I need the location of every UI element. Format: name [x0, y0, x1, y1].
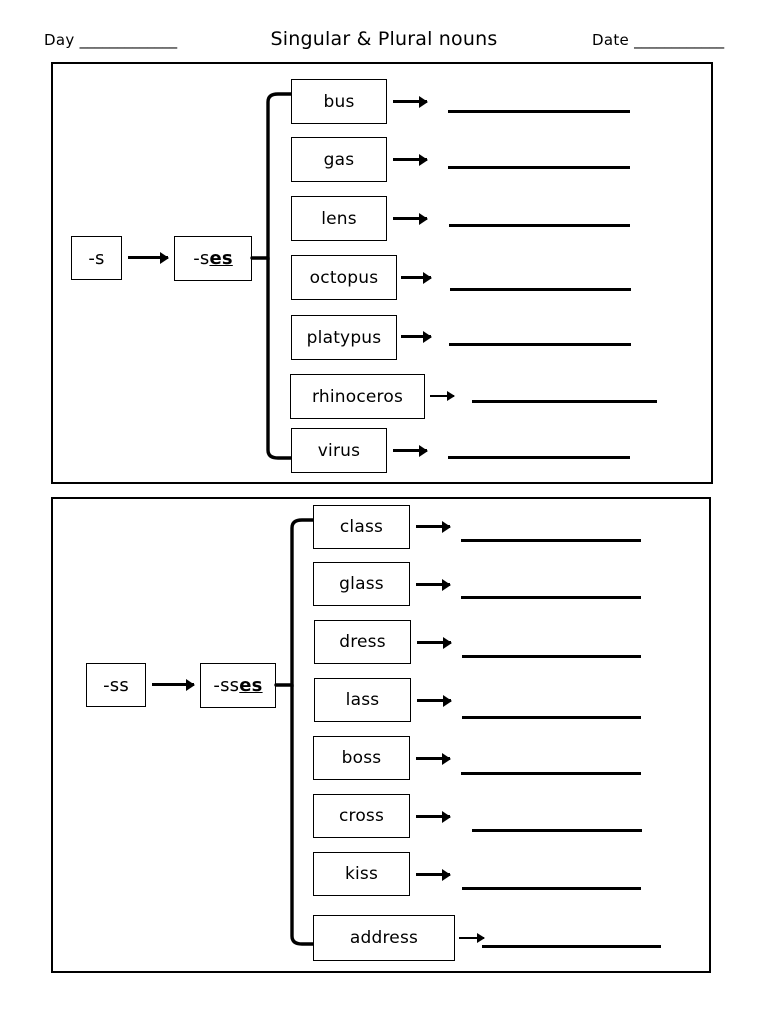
word-arrow [416, 583, 450, 586]
word-label: octopus [309, 267, 379, 288]
worksheet-header: Day _____________ Singular & Plural noun… [0, 0, 768, 62]
page-title: Singular & Plural nouns [270, 28, 498, 50]
rule-target-prefix-s: -s [193, 248, 210, 269]
word-label: address [349, 928, 419, 948]
answer-blank[interactable] [472, 400, 657, 403]
answer-blank[interactable] [448, 166, 630, 169]
answer-blank[interactable] [449, 224, 630, 227]
word-label: dress [339, 632, 386, 652]
word-box: rhinoceros [290, 374, 425, 419]
word-box: gas [291, 137, 387, 182]
word-label: virus [317, 440, 361, 461]
answer-blank[interactable] [449, 343, 631, 346]
word-arrow [430, 395, 454, 398]
word-arrow [401, 276, 431, 279]
date-label: Date [592, 31, 630, 49]
day-label: Day [44, 31, 75, 49]
rule-source-label-ss: -ss [103, 674, 129, 696]
word-box: lass [314, 678, 411, 722]
answer-blank[interactable] [448, 456, 630, 459]
word-box: kiss [313, 852, 410, 896]
word-arrow [416, 525, 450, 528]
date-field: Date ____________ [592, 31, 724, 49]
word-arrow [393, 158, 427, 161]
answer-blank[interactable] [461, 596, 641, 599]
word-box: address [313, 915, 455, 961]
word-box: octopus [291, 255, 397, 300]
word-arrow [393, 100, 427, 103]
rule-target-prefix-ss: -ss [213, 675, 240, 696]
word-label: lass [345, 690, 380, 710]
word-arrow [393, 449, 427, 452]
answer-blank[interactable] [450, 288, 631, 291]
answer-blank[interactable] [462, 887, 641, 890]
word-box: cross [313, 794, 410, 838]
word-box: bus [291, 79, 387, 124]
word-box: class [313, 505, 410, 549]
word-box: glass [313, 562, 410, 606]
word-box: lens [291, 196, 387, 241]
word-arrow [417, 641, 451, 644]
word-label: boss [341, 748, 382, 768]
word-label: class [339, 517, 384, 537]
word-box: virus [291, 428, 387, 473]
word-label: gas [323, 149, 355, 170]
word-label: kiss [344, 864, 379, 884]
word-label: lens [321, 208, 357, 229]
word-arrow [393, 217, 427, 220]
word-label: glass [339, 574, 384, 594]
answer-blank[interactable] [461, 772, 641, 775]
word-arrow [417, 699, 451, 702]
answer-blank[interactable] [461, 539, 641, 542]
rule-arrow-ss [152, 683, 194, 686]
word-box: dress [314, 620, 411, 664]
answer-blank[interactable] [448, 110, 630, 113]
answer-blank[interactable] [472, 829, 642, 832]
answer-blank[interactable] [482, 945, 661, 948]
word-arrow [401, 335, 431, 338]
rule-source-box-s: -s [71, 236, 122, 280]
day-field: Day _____________ [44, 31, 177, 49]
rule-source-label-s: -s [88, 247, 105, 269]
word-label: platypus [306, 327, 382, 348]
answer-blank[interactable] [462, 655, 641, 658]
rule-source-box-ss: -ss [86, 663, 146, 707]
answer-blank[interactable] [462, 716, 641, 719]
word-box: boss [313, 736, 410, 780]
word-label: cross [338, 806, 385, 826]
word-box: platypus [291, 315, 397, 360]
day-blank-line: _____________ [79, 31, 178, 49]
date-blank-line: ____________ [634, 31, 725, 49]
word-arrow [416, 873, 450, 876]
word-arrow [459, 937, 484, 940]
rule-target-suffix-s: es [209, 248, 233, 269]
rule-arrow-s [128, 256, 168, 259]
word-arrow [416, 815, 450, 818]
word-arrow [416, 757, 450, 760]
word-label: rhinoceros [311, 386, 404, 407]
word-label: bus [323, 91, 355, 112]
rule-target-suffix-ss: es [239, 675, 263, 696]
